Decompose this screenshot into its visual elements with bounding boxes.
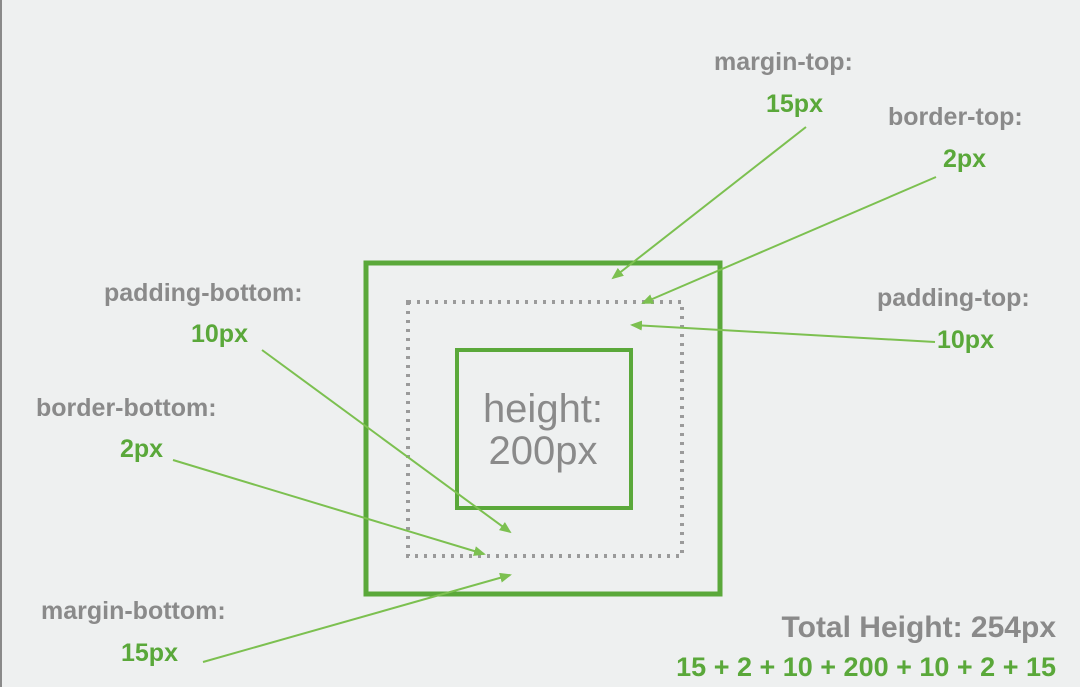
content-height-line1: height: xyxy=(482,387,604,431)
outer-border-box xyxy=(363,260,723,597)
border-bottom-label: border-bottom: xyxy=(36,394,217,422)
border-top-value: 2px xyxy=(943,145,987,173)
padding-box-dotted xyxy=(406,300,684,558)
padding-bottom-label: padding-bottom: xyxy=(104,279,303,307)
padding-top-value: 10px xyxy=(937,326,994,354)
padding-top-label: padding-top: xyxy=(877,284,1030,312)
margin-bottom-value: 15px xyxy=(121,639,178,667)
left-edge-divider xyxy=(0,0,2,687)
margin-top-value: 15px xyxy=(766,90,823,118)
content-height-label: height: 200px xyxy=(455,388,631,472)
margin-top-arrow xyxy=(611,126,807,280)
content-height-line2: 200px xyxy=(488,429,598,473)
margin-top-label: margin-top: xyxy=(714,48,853,76)
total-height-formula: 15 + 2 + 10 + 200 + 10 + 2 + 15 xyxy=(676,652,1056,682)
margin-bottom-arrow xyxy=(202,572,512,663)
total-height-label: Total Height: 254px xyxy=(781,611,1056,644)
border-bottom-arrow xyxy=(172,459,486,556)
padding-bottom-arrow xyxy=(261,349,512,534)
padding-bottom-value: 10px xyxy=(191,320,248,348)
content-box xyxy=(455,348,633,510)
border-bottom-value: 2px xyxy=(120,435,164,463)
padding-top-arrow xyxy=(630,320,936,343)
border-top-arrow xyxy=(641,176,937,304)
border-top-label: border-top: xyxy=(888,103,1023,131)
margin-bottom-label: margin-bottom: xyxy=(41,597,226,625)
